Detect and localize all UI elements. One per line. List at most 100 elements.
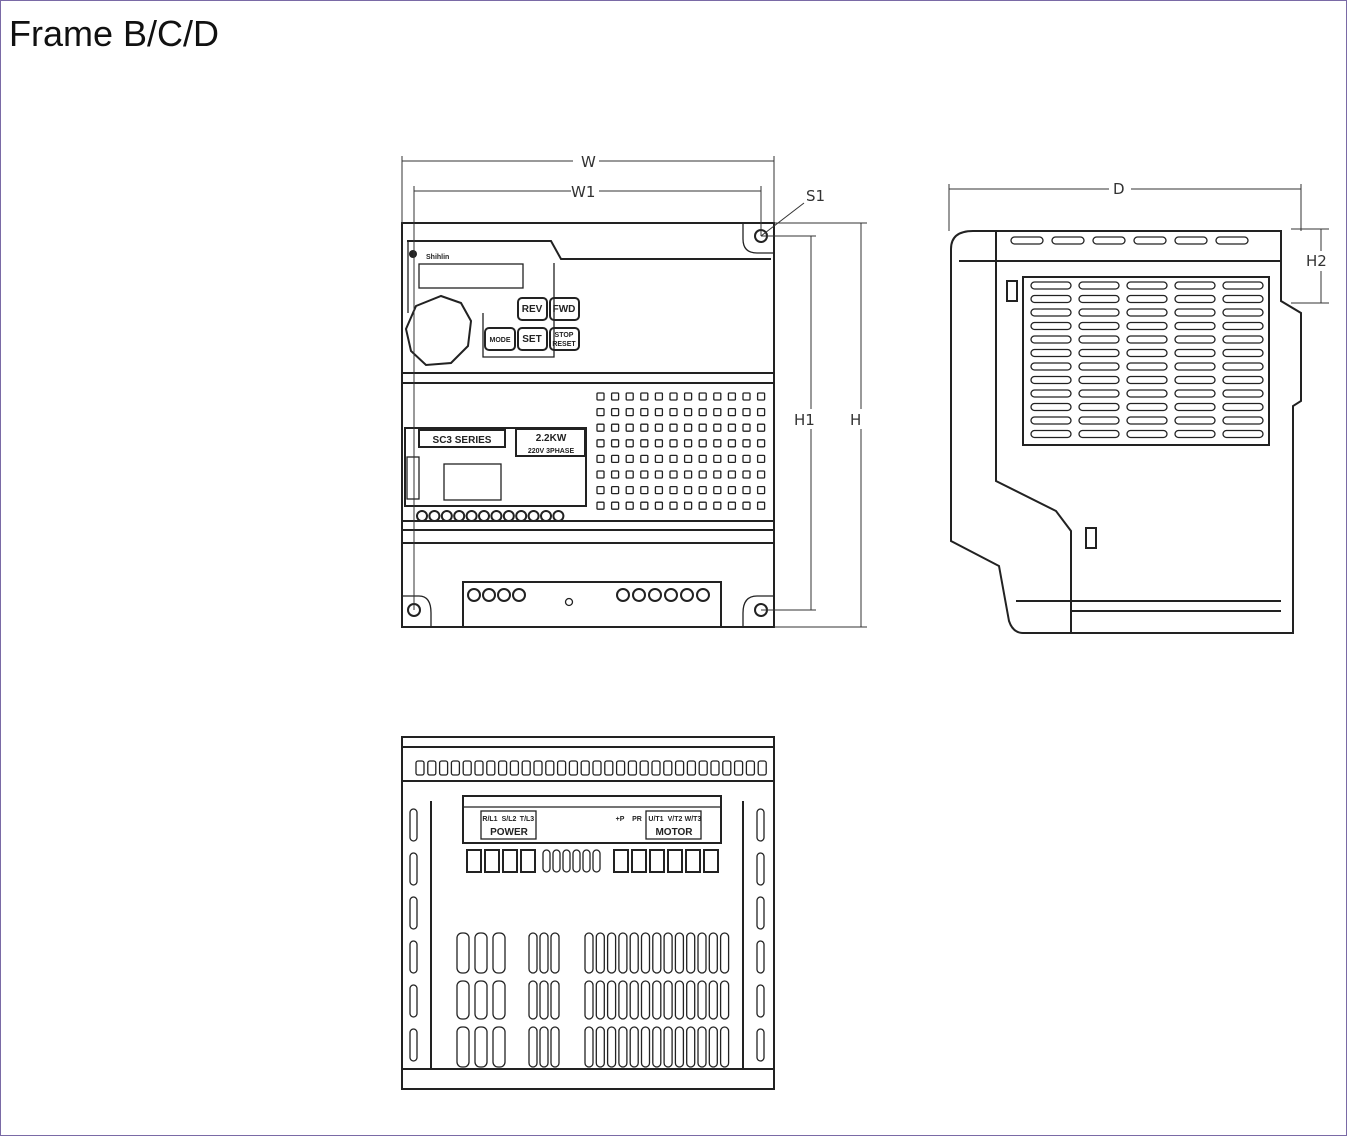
- mount-tabs: [402, 223, 774, 627]
- motor-screw: [632, 588, 646, 602]
- top-slot: [1092, 236, 1126, 245]
- power-screw: [482, 588, 496, 602]
- vent-slot: [584, 980, 594, 1020]
- vent-square: [756, 392, 766, 401]
- key-rev-label: REV: [522, 304, 543, 315]
- side-slot: [1030, 348, 1072, 358]
- vent-slot: [550, 932, 560, 974]
- vent-square: [756, 454, 766, 464]
- side-slot: [1078, 362, 1120, 371]
- entry-hole: [484, 849, 500, 873]
- vent-slot: [474, 932, 488, 974]
- entry-hole: [613, 849, 629, 873]
- entry-slot: [592, 849, 601, 873]
- vent-square: [610, 454, 620, 464]
- keypad-outline: [407, 241, 555, 358]
- side-slot: [1078, 375, 1120, 385]
- vent-square: [727, 423, 737, 432]
- side-slot: [1126, 429, 1168, 439]
- vent-square: [742, 423, 751, 432]
- power-rating: 2.2KW: [536, 433, 567, 444]
- bottom-vent-slots: [409, 808, 765, 1068]
- side-slot: [1222, 335, 1264, 344]
- bottom-slot: [663, 760, 673, 776]
- vent-square: [683, 392, 693, 401]
- vent-square: [669, 501, 678, 510]
- dial-knob[interactable]: [404, 294, 473, 367]
- key-fwd-button[interactable]: FWD: [549, 297, 580, 321]
- dip-switches[interactable]: [443, 463, 502, 501]
- vent-square: [742, 485, 751, 495]
- vent-square: [713, 470, 722, 479]
- vent-square: [742, 407, 751, 417]
- side-slot: [1174, 321, 1216, 331]
- bottom-slot: [757, 760, 767, 776]
- ground-hole: [564, 597, 574, 607]
- motor-pin-4: V/T2: [668, 816, 683, 823]
- brand-logo-icon: [409, 250, 417, 258]
- motor-label: MOTOR: [655, 827, 693, 838]
- vent-square: [756, 439, 766, 448]
- power-pin-3: T/L3: [520, 816, 534, 823]
- vent-slot: [652, 980, 662, 1020]
- control-terminal: [465, 510, 478, 522]
- vent-square: [610, 407, 620, 417]
- vent-slot: [539, 932, 549, 974]
- vent-square: [596, 470, 605, 479]
- vent-slot: [595, 1026, 605, 1068]
- vent-slot: [584, 1026, 594, 1068]
- bottom-contours: [402, 746, 774, 1070]
- vent-square: [625, 485, 634, 495]
- vent-slot: [674, 932, 685, 974]
- dim-h2: H2: [1306, 252, 1327, 270]
- power-label-box: [480, 810, 537, 840]
- vent-slot: [719, 932, 730, 974]
- side-slot: [1174, 375, 1216, 385]
- side-outline: [950, 230, 1302, 634]
- bottom-outline: [401, 736, 775, 1090]
- side-edge-slot: [409, 1028, 418, 1062]
- vent-square: [756, 501, 766, 510]
- side-slot: [1222, 362, 1264, 371]
- vent-square: [727, 392, 737, 401]
- bottom-slot: [568, 760, 579, 776]
- vent-slot: [492, 980, 506, 1020]
- vent-slot: [618, 932, 628, 974]
- vent-square: [669, 470, 678, 479]
- vent-slot: [595, 932, 605, 974]
- vent-square: [669, 423, 678, 432]
- vent-square: [756, 407, 766, 417]
- top-slot: [1010, 236, 1044, 245]
- key-mode-button[interactable]: MODE: [484, 327, 516, 351]
- vent-square: [640, 454, 649, 464]
- dim-w-line: [401, 156, 775, 223]
- key-rev-button[interactable]: REV: [517, 297, 548, 321]
- side-slot: [1174, 402, 1216, 412]
- side-vent-panel: [1022, 276, 1270, 446]
- key-stop-reset-button[interactable]: STOP RESET: [549, 327, 580, 351]
- lcd-display: [418, 263, 524, 289]
- top-slot: [1215, 236, 1249, 245]
- vent-square: [683, 439, 693, 448]
- side-slot: [1174, 294, 1216, 304]
- vent-square: [669, 439, 678, 448]
- vent-square: [640, 423, 649, 432]
- side-edge-slot: [409, 984, 418, 1018]
- vent-square: [698, 439, 707, 448]
- side-slot: [1222, 308, 1264, 317]
- side-slot: [1030, 335, 1072, 344]
- entry-hole: [667, 849, 683, 873]
- key-set-button[interactable]: SET: [517, 327, 548, 351]
- vent-square: [683, 423, 693, 432]
- power-screw: [512, 588, 526, 602]
- vent-square: [654, 454, 664, 464]
- side-slot: [1222, 416, 1264, 425]
- bottom-slot: [486, 760, 496, 776]
- control-terminal: [515, 510, 528, 522]
- vent-slot: [708, 980, 718, 1020]
- side-slot: [1126, 348, 1168, 358]
- bottom-slot: [592, 760, 602, 776]
- entry-hole: [685, 849, 701, 873]
